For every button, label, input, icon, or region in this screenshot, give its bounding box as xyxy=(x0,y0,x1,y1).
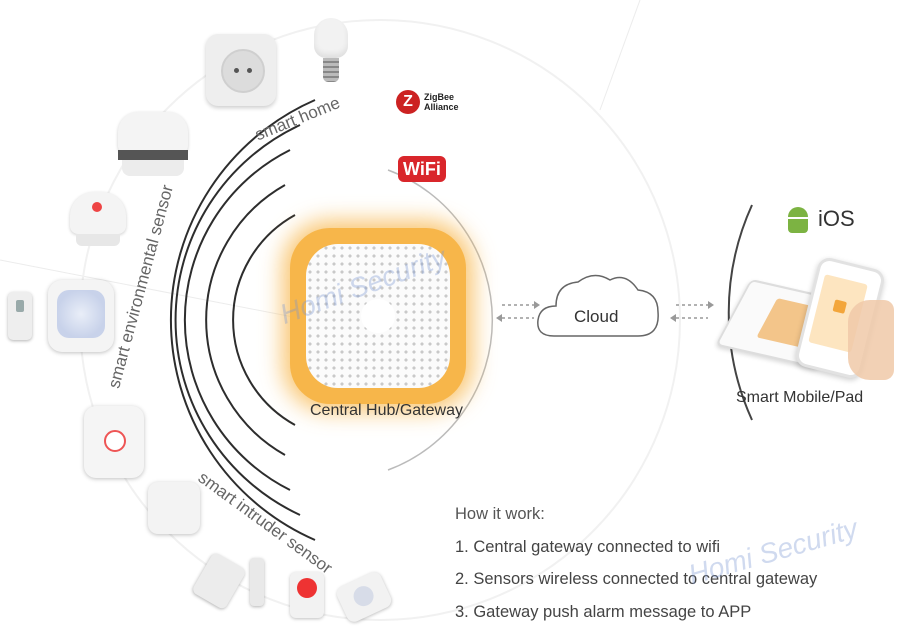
cloud-icon xyxy=(537,274,659,337)
smart-plug-icon xyxy=(206,34,276,106)
motion-sensor-icon xyxy=(148,482,200,534)
step-2: 2. Sensors wireless connected to central… xyxy=(455,570,818,588)
android-icon xyxy=(786,207,810,235)
environment-sensor-icon xyxy=(48,280,114,352)
step-3: 3. Gateway push alarm message to APP xyxy=(455,603,752,621)
zigbee-text: ZigBee Alliance xyxy=(424,92,459,112)
panic-button-icon xyxy=(84,406,144,478)
hand-image xyxy=(848,300,894,380)
central-hub-image xyxy=(290,228,466,404)
cloud-label: Cloud xyxy=(574,307,619,326)
water-leak-sensor-icon xyxy=(8,292,32,340)
step-1: 1. Central gateway connected to wifi xyxy=(455,538,721,556)
central-hub-label: Central Hub/Gateway xyxy=(310,402,463,419)
smart-bulb-icon xyxy=(314,18,348,88)
smoke-detector-1-icon xyxy=(118,112,188,178)
how-it-works-title: How it work: xyxy=(455,505,545,523)
zigbee-logo: Z ZigBee Alliance xyxy=(396,90,476,118)
smart-mobile-label: Smart Mobile/Pad xyxy=(736,389,864,406)
wifi-logo: WiFi xyxy=(398,156,446,182)
sos-button-icon xyxy=(290,572,324,618)
ios-logo: iOS xyxy=(818,206,855,231)
smoke-detector-2-icon xyxy=(70,192,126,248)
zigbee-icon: Z xyxy=(396,90,420,114)
door-sensor-icon xyxy=(191,548,270,611)
hub-center-icon xyxy=(364,302,392,330)
